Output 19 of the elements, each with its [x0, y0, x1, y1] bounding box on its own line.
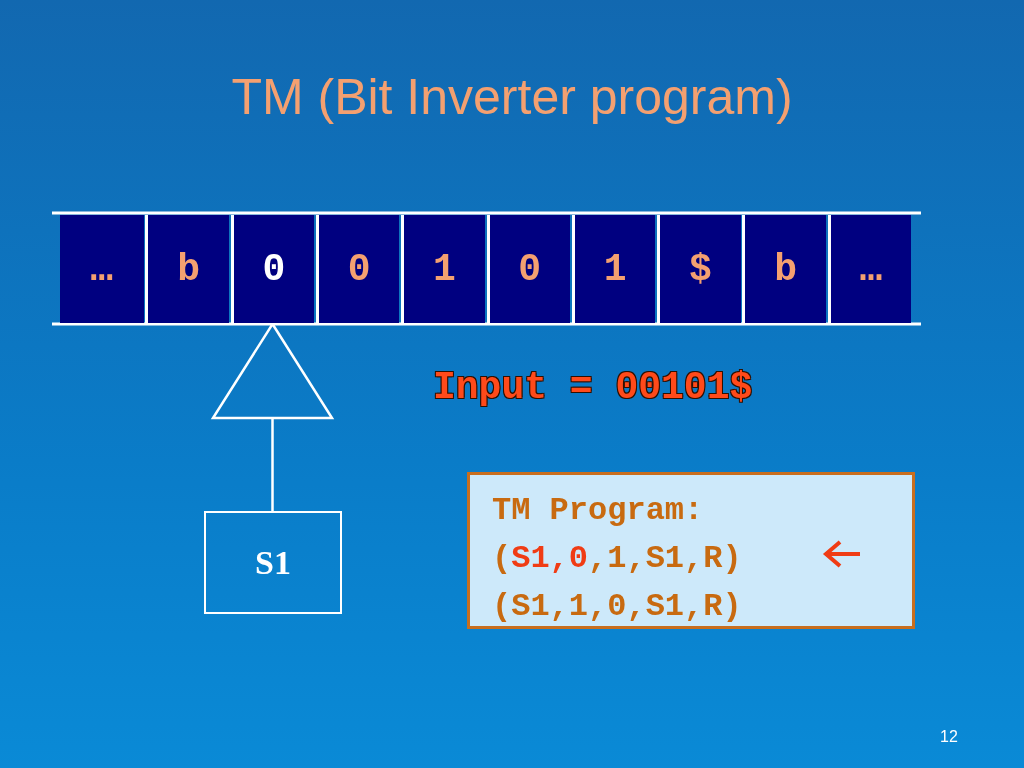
- tape-cell: 1: [571, 215, 656, 323]
- tape-cell: $: [657, 215, 741, 323]
- program-heading: TM Program:: [492, 491, 704, 531]
- program-box: [467, 472, 915, 629]
- tape-cell: 0: [486, 215, 570, 323]
- input-label: Input = 00101$: [433, 366, 753, 409]
- tape-cell: …: [827, 215, 912, 323]
- tape-cell: …: [60, 215, 144, 323]
- program-rule: (S1,0,1,S1,R): [492, 539, 742, 579]
- tape-cell: 0: [315, 215, 400, 323]
- tape-cell: 1: [401, 215, 485, 323]
- slide-title: TM (Bit Inverter program): [230, 68, 794, 126]
- state-box: S1: [204, 511, 342, 614]
- connector-line: [271, 418, 274, 511]
- page-number: 12: [940, 728, 958, 746]
- tape-cell: 0: [230, 215, 315, 323]
- tape-cell: b: [742, 215, 826, 323]
- program-rule: (S1,1,0,S1,R): [492, 587, 742, 627]
- tape-cell: b: [145, 215, 229, 323]
